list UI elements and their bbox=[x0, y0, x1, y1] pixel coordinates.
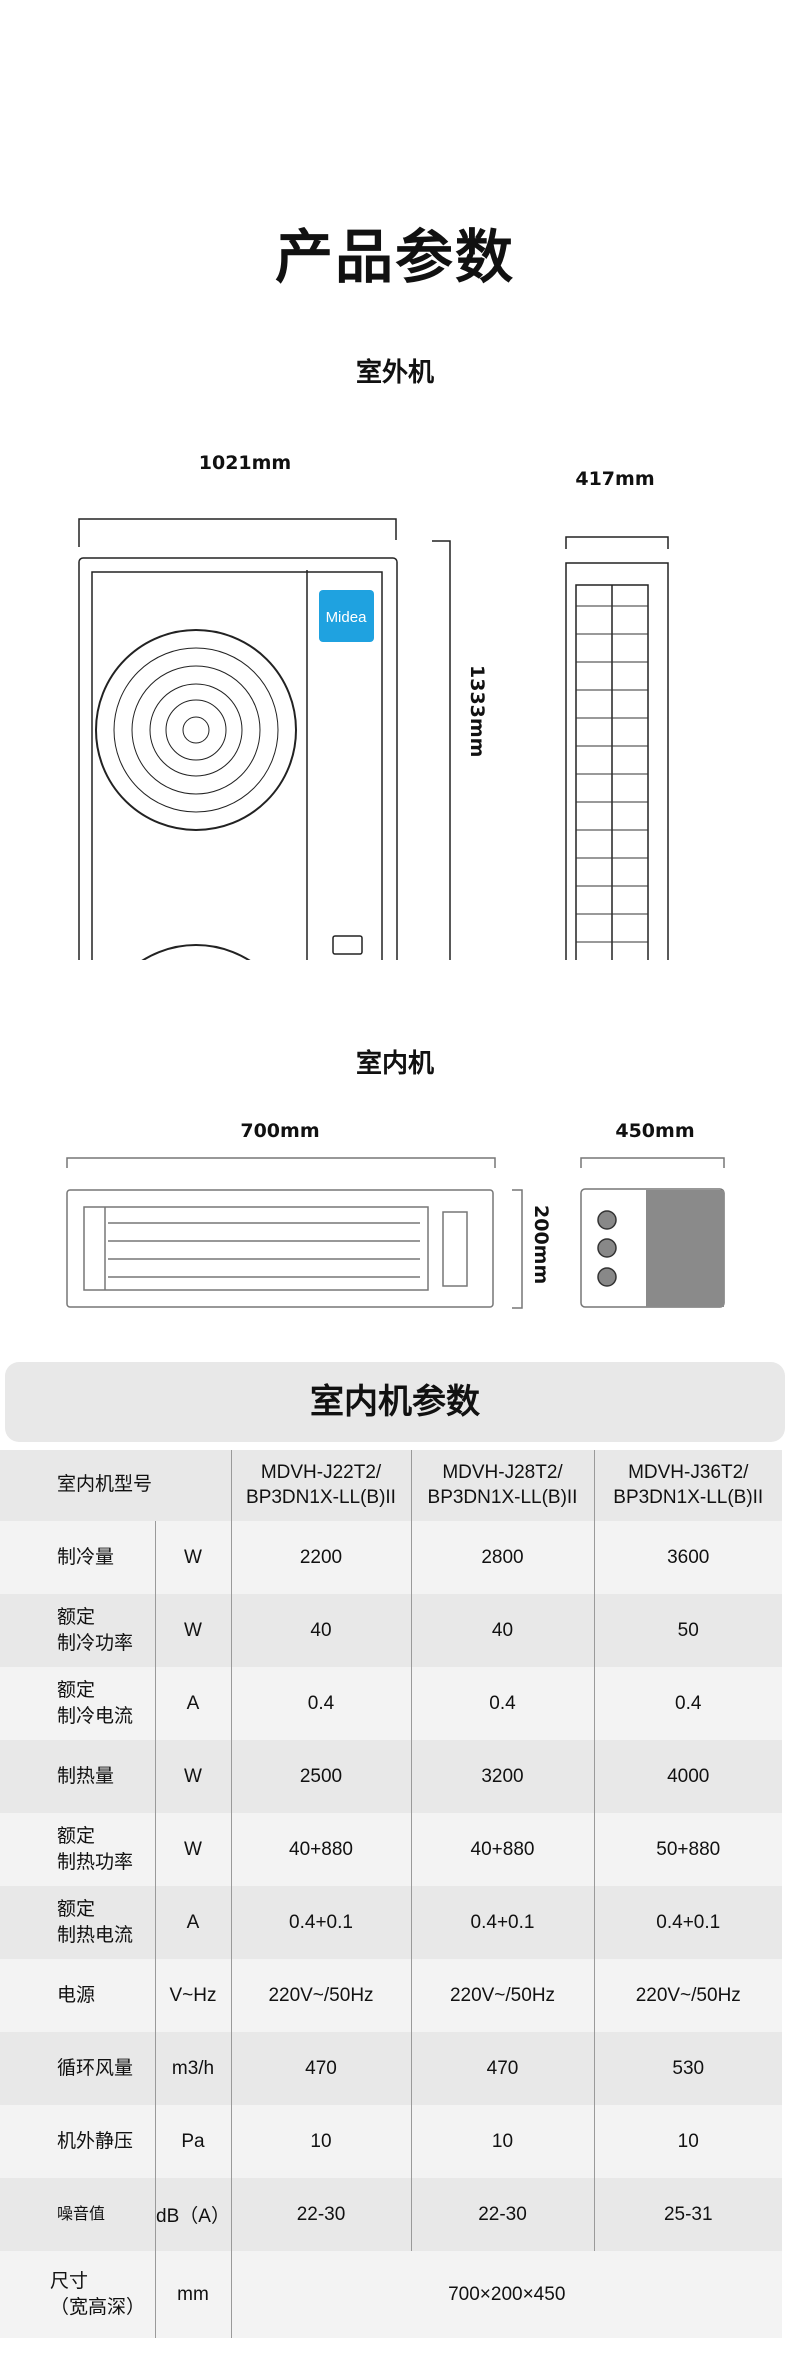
outdoor-width-label: 1021mm bbox=[198, 452, 292, 474]
param-value: 10 bbox=[410, 2105, 594, 2178]
indoor-height-label: 200mm bbox=[530, 1205, 552, 1285]
param-value: 0.4+0.1 bbox=[593, 1886, 782, 1959]
param-unit: Pa bbox=[154, 2105, 231, 2178]
param-value: 470 bbox=[230, 2032, 411, 2105]
param-label: 电源 bbox=[0, 1959, 155, 2032]
param-value: 10 bbox=[593, 2105, 782, 2178]
param-value: 0.4+0.1 bbox=[410, 1886, 594, 1959]
indoor-params-header: 室内机参数 bbox=[5, 1362, 785, 1442]
param-unit: m3/h bbox=[154, 2032, 231, 2105]
svg-text:Midea: Midea bbox=[326, 609, 368, 626]
fan-top bbox=[95, 629, 297, 831]
indoor-section-title: 室内机 bbox=[355, 1049, 434, 1079]
param-unit: W bbox=[154, 1521, 231, 1594]
param-value: 40 bbox=[410, 1594, 594, 1667]
param-value: 530 bbox=[593, 2032, 782, 2105]
param-value: 470 bbox=[410, 2032, 594, 2105]
param-unit: A bbox=[154, 1667, 231, 1740]
midea-logo bbox=[319, 590, 374, 642]
outdoor-unit-drawing: Midea bbox=[78, 518, 669, 960]
param-value: 40+880 bbox=[410, 1813, 594, 1886]
param-value: 2500 bbox=[230, 1740, 411, 1813]
indoor-depth-label: 450mm bbox=[615, 1120, 695, 1142]
param-unit: W bbox=[154, 1594, 231, 1667]
param-label: 额定制热电流 bbox=[0, 1886, 155, 1959]
param-value: 50 bbox=[593, 1594, 782, 1667]
model-header: 室内机型号 bbox=[0, 1450, 231, 1521]
param-label: 制冷量 bbox=[0, 1521, 155, 1594]
param-value: 2800 bbox=[410, 1521, 594, 1594]
param-value: 0.4 bbox=[593, 1667, 782, 1740]
model-cell: MDVH-J28T2/BP3DN1X-LL(B)II bbox=[410, 1450, 594, 1521]
param-label: 循环风量 bbox=[0, 2032, 155, 2105]
outdoor-height-label: 1333mm bbox=[466, 665, 488, 758]
param-label: 额定制冷电流 bbox=[0, 1667, 155, 1740]
indoor-width-label: 700mm bbox=[240, 1120, 320, 1142]
param-unit: W bbox=[154, 1740, 231, 1813]
param-value: 0.4+0.1 bbox=[230, 1886, 411, 1959]
param-unit: mm bbox=[154, 2251, 231, 2338]
param-value: 220V~/50Hz bbox=[593, 1959, 782, 2032]
param-value: 22-30 bbox=[410, 2178, 594, 2251]
outdoor-depth-label: 417mm bbox=[575, 468, 655, 490]
page-title: 产品参数 bbox=[274, 223, 515, 291]
param-value: 700×200×450 bbox=[230, 2251, 782, 2338]
table-header-row: 室内机型号 MDVH-J22T2/BP3DN1X-LL(B)II MDVH-J2… bbox=[0, 1450, 782, 1521]
outdoor-section-title: 室外机 bbox=[355, 358, 434, 388]
param-value: 50+880 bbox=[593, 1813, 782, 1886]
model-cell: MDVH-J36T2/BP3DN1X-LL(B)II bbox=[593, 1450, 782, 1521]
param-value: 0.4 bbox=[410, 1667, 594, 1740]
model-cell: MDVH-J22T2/BP3DN1X-LL(B)II bbox=[230, 1450, 411, 1521]
param-value: 3600 bbox=[593, 1521, 782, 1594]
param-label: 额定制冷功率 bbox=[0, 1594, 155, 1667]
param-label: 机外静压 bbox=[0, 2105, 155, 2178]
param-value: 40+880 bbox=[230, 1813, 411, 1886]
param-value: 220V~/50Hz bbox=[410, 1959, 594, 2032]
param-value: 3200 bbox=[410, 1740, 594, 1813]
indoor-unit-drawing bbox=[66, 1157, 725, 1309]
param-value: 2200 bbox=[230, 1521, 411, 1594]
param-value: 220V~/50Hz bbox=[230, 1959, 411, 2032]
indoor-params-table: 室内机型号 MDVH-J22T2/BP3DN1X-LL(B)II MDVH-J2… bbox=[0, 1450, 782, 2338]
fan-bottom bbox=[141, 944, 251, 960]
param-value: 4000 bbox=[593, 1740, 782, 1813]
param-label: 额定制热功率 bbox=[0, 1813, 155, 1886]
param-label: 噪音值 bbox=[0, 2178, 155, 2251]
param-unit: V~Hz bbox=[154, 1959, 231, 2032]
param-label: 制热量 bbox=[0, 1740, 155, 1813]
param-label: 尺寸（宽高深） bbox=[0, 2251, 155, 2338]
param-value: 40 bbox=[230, 1594, 411, 1667]
param-value: 25-31 bbox=[593, 2178, 782, 2251]
param-unit: dB（A） bbox=[154, 2178, 231, 2251]
param-unit: A bbox=[154, 1886, 231, 1959]
param-value: 10 bbox=[230, 2105, 411, 2178]
param-value: 22-30 bbox=[230, 2178, 411, 2251]
param-unit: W bbox=[154, 1813, 231, 1886]
param-value: 0.4 bbox=[230, 1667, 411, 1740]
